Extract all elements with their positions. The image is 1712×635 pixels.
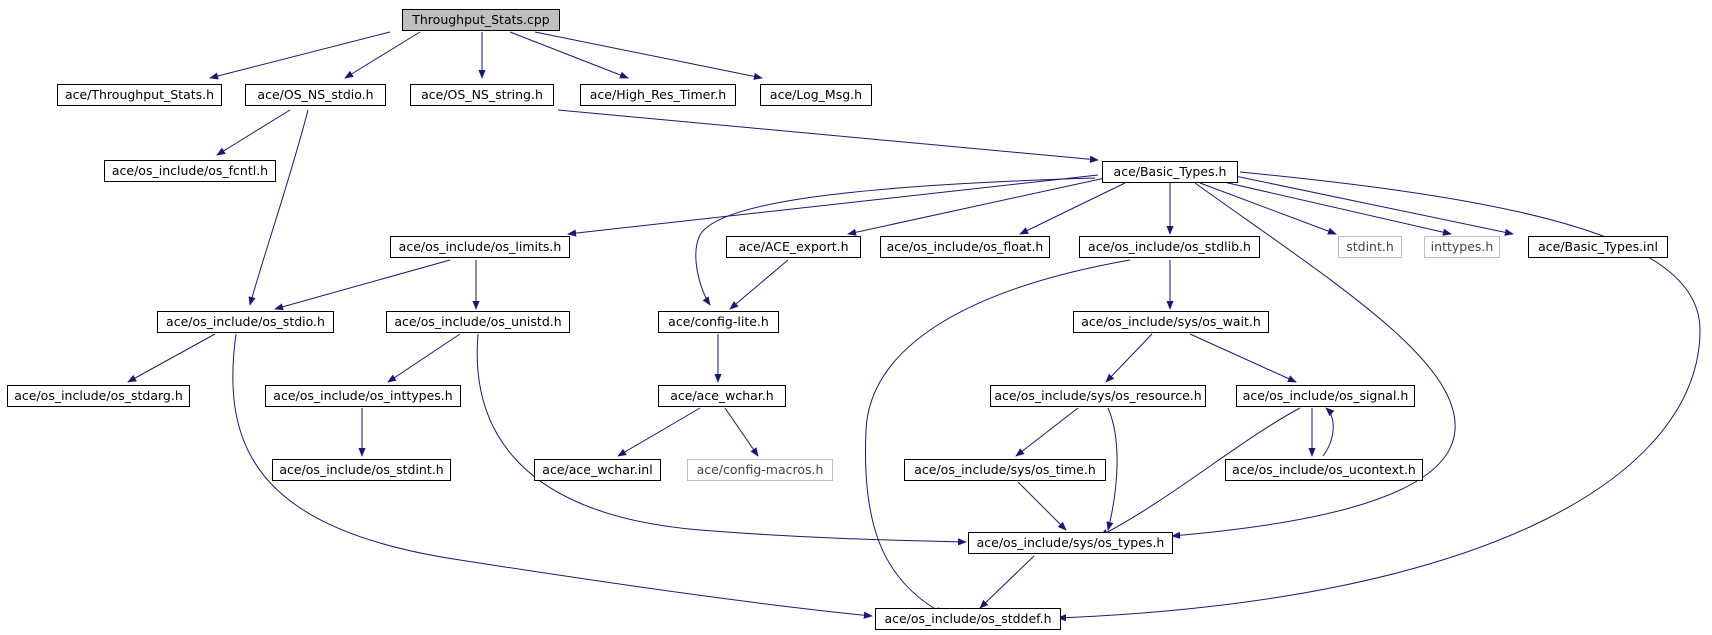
edge-stdio-os-stdio [248,109,309,306]
edge-basic-export [847,177,1106,236]
node-os-time-h[interactable]: ace/os_include/sys/os_time.h [904,459,1106,481]
node-stdint-h: stdint.h [1338,236,1402,258]
edge-wchar-config-macros [724,407,759,457]
edge-os-types-stddef [979,555,1035,609]
edge-basic-config-lite [695,177,1096,306]
node-os-stdlib-h[interactable]: ace/os_include/os_stdlib.h [1079,236,1260,258]
node-ace-export-h[interactable]: ace/ACE_export.h [726,236,861,258]
edge-root-log-msg [534,31,763,80]
node-os-ucontext-h[interactable]: ace/os_include/os_ucontext.h [1225,459,1423,481]
edge-root-high-res-timer [509,31,629,79]
edge-root-throughput-stats [209,31,391,80]
node-os-stddef-h[interactable]: ace/os_include/os_stddef.h [875,608,1061,630]
edge-wait-resource [1105,333,1153,383]
edge-basic-stdint [1199,182,1337,235]
node-ace-wchar-inl[interactable]: ace/ace_wchar.inl [534,459,661,481]
edge-wchar-wchar-inl [617,407,701,457]
node-os-types-h[interactable]: ace/os_include/sys/os_types.h [968,532,1173,554]
edge-os-stdio-stdarg [127,333,216,383]
node-os-inttypes-h[interactable]: ace/os_include/os_inttypes.h [265,385,461,407]
node-os-unistd-h[interactable]: ace/os_include/os_unistd.h [386,311,570,333]
edge-signal-os-types [1099,407,1301,537]
edge-stdlib-stddef [865,259,1131,615]
edge-resource-os-types [1106,407,1118,531]
edge-basic-os-types [1171,182,1456,539]
edge-basic-basic-inl [1234,175,1514,236]
edge-stdio-fcntl [216,109,291,156]
edge-ucontext-signal [1322,407,1335,457]
node-high-res-timer-h[interactable]: ace/High_Res_Timer.h [580,84,736,106]
node-os-float-h[interactable]: ace/os_include/os_float.h [880,236,1050,258]
node-basic-types-inl[interactable]: ace/Basic_Types.inl [1528,236,1668,258]
node-os-signal-h[interactable]: ace/os_include/os_signal.h [1236,385,1415,407]
node-os-ns-string-h[interactable]: ace/OS_NS_string.h [410,84,554,106]
node-inttypes-h: inttypes.h [1424,236,1500,258]
node-log-msg-h[interactable]: ace/Log_Msg.h [760,84,872,106]
edge-basic-inttypes [1214,179,1452,236]
edge-string-basic-types [557,109,1099,163]
edge-unistd-os-types [476,333,967,546]
node-os-stdint-h[interactable]: ace/os_include/os_stdint.h [272,459,451,481]
edge-os-stdio-stddef [232,333,873,619]
edge-resource-time [1015,407,1079,457]
edge-basic-float [1019,182,1126,235]
node-ace-wchar-h[interactable]: ace/ace_wchar.h [658,385,786,407]
node-os-stdio-h[interactable]: ace/os_include/os_stdio.h [157,311,334,333]
node-basic-types-h[interactable]: ace/Basic_Types.h [1102,161,1238,183]
node-os-resource-h[interactable]: ace/os_include/sys/os_resource.h [990,385,1206,407]
node-config-lite-h[interactable]: ace/config-lite.h [658,311,779,333]
node-os-ns-stdio-h[interactable]: ace/OS_NS_stdio.h [245,84,386,106]
edge-limits-os-stdio [274,259,451,311]
node-throughput-stats-h[interactable]: ace/Throughput_Stats.h [57,84,222,106]
node-config-macros-h: ace/config-macros.h [687,459,833,481]
node-throughput-stats-cpp[interactable]: Throughput_Stats.cpp [402,9,560,31]
node-os-limits-h[interactable]: ace/os_include/os_limits.h [390,236,570,258]
edge-wait-signal [1189,333,1297,383]
edge-basic-stddef [1057,171,1701,622]
edge-unistd-inttypes [387,333,461,383]
node-os-wait-h[interactable]: ace/os_include/sys/os_wait.h [1073,311,1269,333]
node-os-stdarg-h[interactable]: ace/os_include/os_stdarg.h [7,385,190,407]
node-os-fcntl-h[interactable]: ace/os_include/os_fcntl.h [104,160,276,182]
edge-time-os-types [1017,481,1067,531]
edge-export-config-lite [729,259,789,310]
edge-basic-limits [567,174,1099,237]
edge-root-os-ns-stdio [344,31,421,79]
